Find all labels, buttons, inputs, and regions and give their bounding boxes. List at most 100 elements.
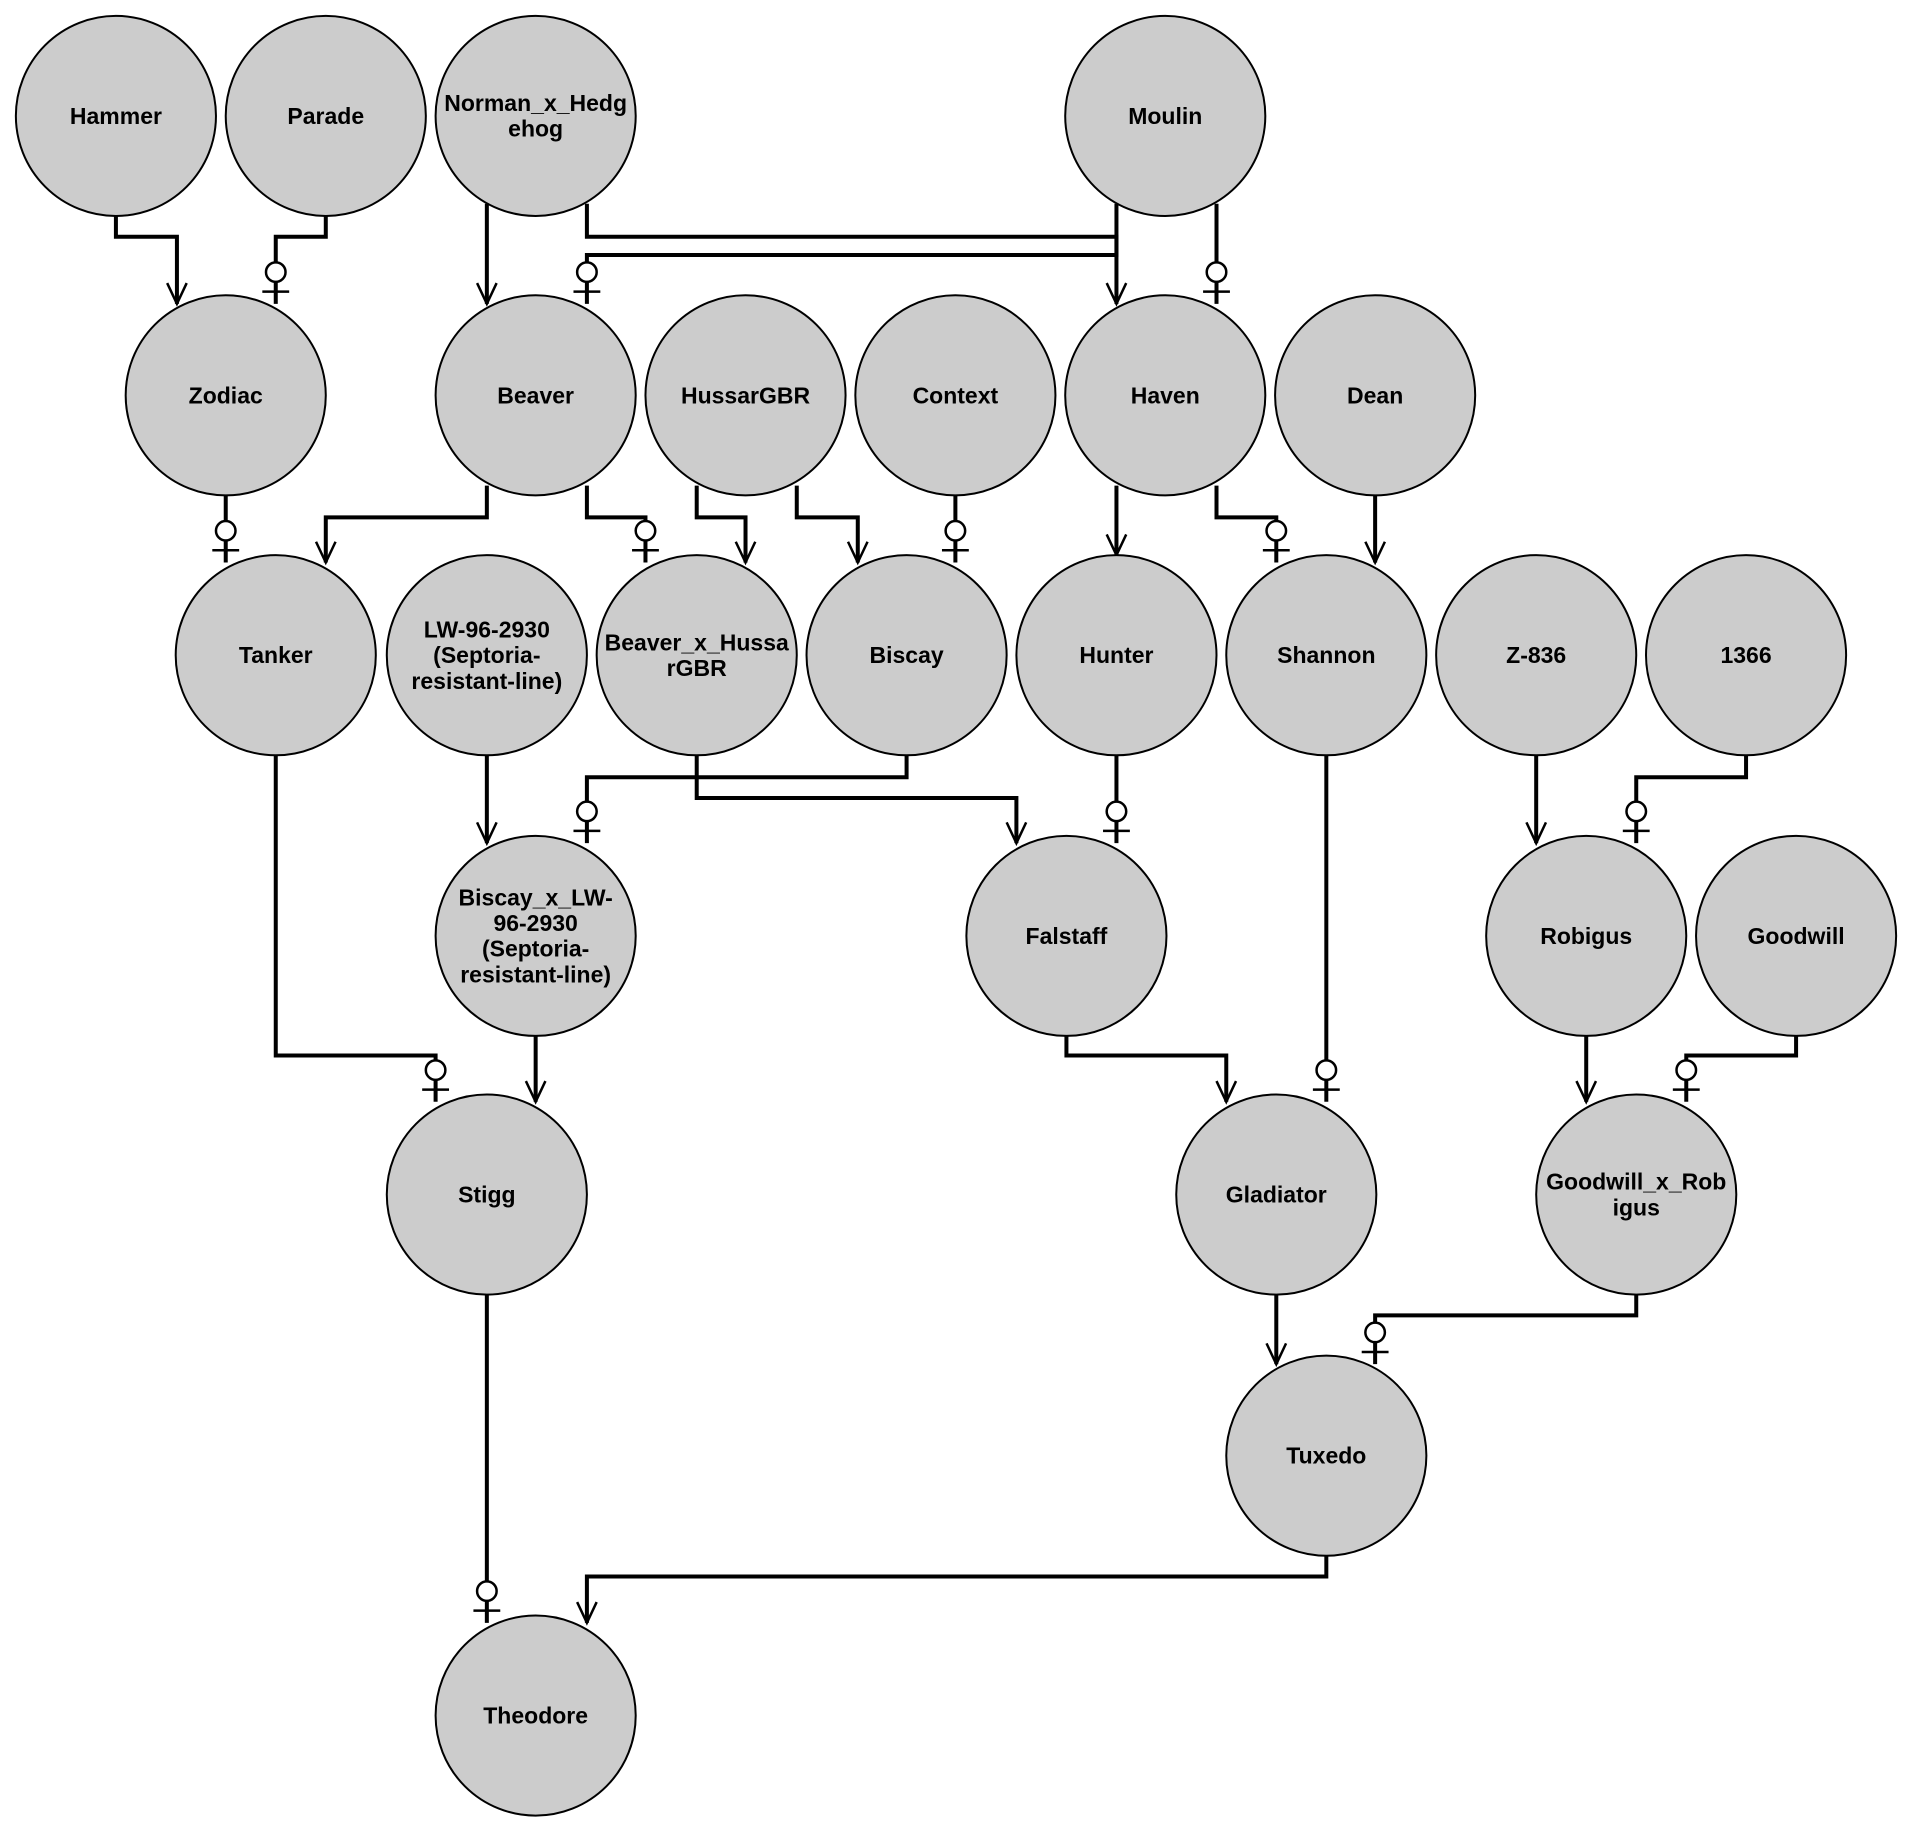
node-stigg[interactable]: Stigg [385,1093,588,1296]
edge-haven-to-shannon [1214,485,1290,563]
node-label: Dean [1347,382,1403,408]
arrowhead-marker [1364,541,1387,566]
edge-line [1634,755,1749,844]
ring-marker [1625,800,1648,823]
node-circle [854,294,1057,497]
node-n1366[interactable]: 1366 [1645,554,1848,757]
node-label: Gladiator [1226,1182,1327,1208]
node-circle [1064,14,1267,217]
node-label: Falstaff [1026,923,1108,949]
node-hammer[interactable]: Hammer [14,14,217,217]
node-label: Beaver [497,382,574,408]
node-circle [385,1093,588,1296]
node-circle [434,14,637,217]
node-theodore[interactable]: Theodore [434,1614,637,1817]
ring-marker [1105,800,1128,823]
node-z836[interactable]: Z-836 [1435,554,1638,757]
ring-marker [1315,1059,1338,1082]
edge-hammer-to-zodiac [113,215,188,307]
edge-shannon-to-gladiator [1312,755,1340,1102]
node-zodiac[interactable]: Zodiac [124,294,327,497]
node-shannon[interactable]: Shannon [1225,554,1428,757]
node-goodwill[interactable]: Goodwill [1695,834,1898,1037]
edge-beaver-to-tanker [314,485,489,566]
edge-bxlw-to-stigg [524,1035,547,1105]
edge-hunter-to-falstaff [1103,755,1130,844]
edge-line [584,1555,1329,1623]
node-gxr[interactable]: Goodwill_x_Robigus [1535,1093,1738,1296]
node-biscay[interactable]: Biscay [805,554,1008,757]
node-moulin[interactable]: Moulin [1064,14,1267,217]
edge-tuxedo-to-theodore [576,1555,1329,1626]
edge-falstaff-to-gladiator [1064,1035,1238,1105]
node-circle [434,294,637,497]
node-label: Stigg [458,1182,516,1208]
node-label: Tanker [239,642,313,668]
edge-norman-to-haven [584,203,1128,307]
node-gladiator[interactable]: Gladiator [1175,1093,1378,1296]
node-lw[interactable]: LW-96-2930(Septoria-resistant-line) [385,554,588,757]
node-label: Context [913,382,999,408]
node-circle [1225,554,1428,757]
ring-marker [634,519,657,542]
edge-stigg-to-theodore [473,1294,501,1623]
edge-line [1373,1294,1639,1365]
node-label: resistant-line) [411,668,562,694]
edge-goodwill-to-gxr [1672,1035,1799,1102]
node-label: igus [1613,1194,1660,1220]
node-circle [595,554,798,757]
node-circle [1435,554,1638,757]
node-hussar[interactable]: HussarGBR [644,294,847,497]
node-label: Zodiac [189,382,263,408]
node-beaver[interactable]: Beaver [434,294,637,497]
node-haven[interactable]: Haven [1064,294,1267,497]
edge-haven-to-hunter [1105,485,1128,559]
arrowhead-marker [166,282,188,307]
node-circle [434,834,637,1037]
ring-marker [424,1059,447,1082]
node-label: ehog [508,116,563,142]
node-tanker[interactable]: Tanker [174,554,377,757]
ring-marker [475,1580,498,1603]
node-robigus[interactable]: Robigus [1485,834,1688,1037]
edge-line [694,755,1019,844]
ring-marker [1205,261,1228,284]
node-circle [644,294,847,497]
ring-marker [1364,1321,1387,1344]
ring-marker [1675,1059,1698,1082]
node-bxlw[interactable]: Biscay_x_LW-96-2930(Septoria-resistant-l… [434,834,637,1037]
node-parade[interactable]: Parade [224,14,427,217]
node-circle [224,14,427,217]
node-label: Moulin [1128,103,1202,129]
node-bxh[interactable]: Beaver_x_HussarGBR [595,554,798,757]
node-falstaff[interactable]: Falstaff [965,834,1168,1037]
edge-z836-to-robigus [1525,755,1548,847]
edge-moulin-to-beaver [573,203,1119,304]
edge-line [273,755,438,1102]
arrowhead-marker [475,821,498,847]
node-label: Tuxedo [1286,1443,1366,1469]
arrowhead-marker [1525,821,1548,847]
node-circle [124,294,327,497]
edge-hussar-to-bxh [694,485,757,566]
node-circle [1485,834,1688,1037]
node-label: (Septoria- [482,936,589,962]
edge-line [1064,1035,1229,1102]
node-circle [434,1614,637,1817]
node-hunter[interactable]: Hunter [1015,554,1218,757]
node-circle [174,554,377,757]
node-label: Theodore [483,1703,588,1729]
node-tuxedo[interactable]: Tuxedo [1225,1354,1428,1557]
node-label: Goodwill_x_Rob [1546,1169,1726,1195]
arrowhead-marker [314,541,337,566]
edge-parade-to-zodiac [262,215,328,304]
edge-line [794,485,860,563]
edge-line [323,485,489,563]
node-context[interactable]: Context [854,294,1057,497]
node-dean[interactable]: Dean [1274,294,1477,497]
edge-dean-to-shannon [1364,495,1387,566]
node-label: Beaver_x_Hussa [605,629,789,655]
node-label: Biscay [869,642,943,668]
